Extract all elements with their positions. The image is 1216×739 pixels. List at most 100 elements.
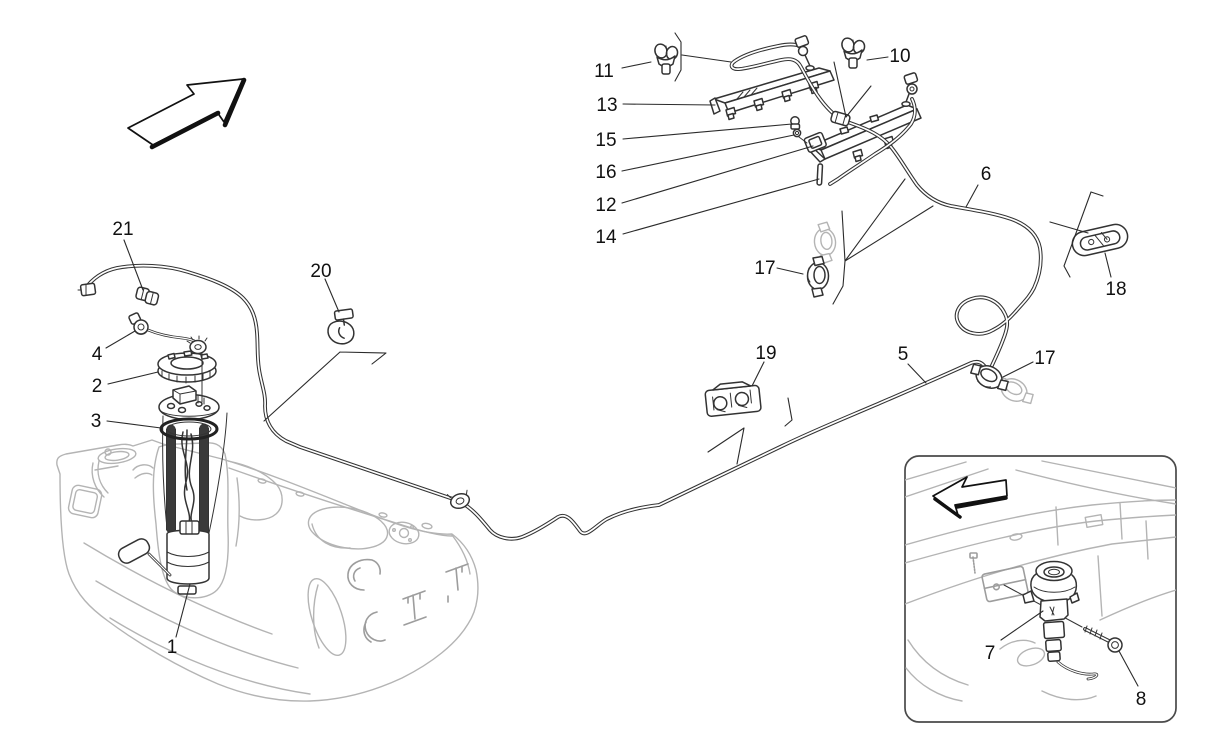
- sender-recess-outline: [227, 460, 283, 521]
- bracket-19: [707, 397, 793, 465]
- leader-19: [751, 361, 765, 387]
- bracket-20: [263, 351, 387, 422]
- tank-hook-clip-1: [347, 558, 381, 591]
- chassis-screw: [972, 556, 976, 574]
- flange-port: [203, 405, 211, 411]
- callout-4: 4: [92, 344, 103, 365]
- callout-6: 6: [981, 164, 992, 185]
- leader-3: [106, 420, 162, 429]
- pump-canister: [166, 529, 210, 585]
- callout-12: 12: [595, 195, 616, 216]
- elbow-connector: [186, 335, 208, 403]
- bracket-10: [833, 61, 872, 118]
- bolt-8: [1083, 625, 1123, 653]
- pump-cage-right: [208, 412, 228, 534]
- bracket-17-middle: [832, 178, 934, 305]
- callout-5: 5: [898, 344, 909, 365]
- leader-8: [1118, 650, 1139, 687]
- callout-15: 15: [595, 130, 616, 151]
- pipe-clip-11: [654, 43, 679, 75]
- quick-connector-4: [128, 312, 149, 335]
- leader-17-right: [1002, 361, 1034, 378]
- tank-strap: [91, 460, 119, 498]
- vent-valve-7: [1022, 560, 1099, 681]
- rail-2-nub: [839, 126, 850, 135]
- direction-arrow-left-icon: [932, 476, 1008, 519]
- injector-stub: [852, 148, 864, 163]
- pump-top-connector: [179, 520, 200, 535]
- inset-content: [905, 460, 1176, 702]
- tank-rail-bracket-right: [445, 563, 469, 603]
- banjo-fitting-rail-1: [794, 35, 815, 72]
- tank-slot-3: [295, 491, 305, 497]
- leader-7: [1000, 610, 1044, 641]
- tank-hook-clip-2: [363, 611, 386, 643]
- fuel-rail-1-endcap: [709, 97, 721, 115]
- tank-boss-center: [398, 527, 410, 539]
- leader-21: [123, 239, 144, 291]
- callout-10: 10: [889, 46, 910, 67]
- callout-11: 11: [594, 61, 614, 82]
- callout-16: 16: [595, 162, 616, 183]
- cover-plate-18: [1071, 223, 1129, 257]
- ring-nut-2: [157, 350, 217, 384]
- flange-connector-box: [172, 385, 197, 405]
- leader-14: [622, 178, 820, 235]
- tank-outline: [56, 439, 479, 702]
- callout-7: 7: [985, 643, 996, 664]
- tank-front-oval-inner: [312, 584, 320, 649]
- tank-boss-ring: [388, 521, 420, 545]
- inline-fitting-crossover: [830, 110, 851, 127]
- callout-17-middle: 17: [754, 258, 775, 279]
- pipe-clip-10: [841, 37, 866, 69]
- flange-port: [195, 401, 203, 407]
- callout-8: 8: [1136, 689, 1147, 710]
- tank-filler-cap: [104, 448, 112, 456]
- inset-detail-box: [904, 455, 1177, 723]
- callout-3: 3: [91, 411, 102, 432]
- pump-wiring: [181, 429, 195, 527]
- leader-20: [324, 278, 340, 313]
- tank-filler-inner: [104, 450, 130, 462]
- callout-labels: 1 2 3 4 5 6 7 8 10 11 12 13 14 15 16 17 …: [91, 46, 1147, 710]
- flange-port: [177, 406, 187, 414]
- injector-stub: [753, 97, 765, 112]
- leader-12: [621, 145, 814, 204]
- fuel-tank: [56, 439, 479, 702]
- rail-2-nub: [869, 114, 880, 123]
- leader-11: [621, 61, 652, 69]
- callout-2: 2: [92, 376, 103, 397]
- grommet-17-right: [970, 363, 1009, 392]
- bracket-11: [674, 32, 732, 82]
- callout-1: 1: [167, 637, 178, 658]
- fitting-21: [135, 286, 160, 306]
- grommet-17-middle-ghost: [813, 221, 837, 265]
- tank-bracket-small: [132, 464, 154, 479]
- callout-18: 18: [1105, 279, 1126, 300]
- line-mount-block-19: [704, 381, 762, 417]
- tank-right-crease: [451, 534, 471, 575]
- leader-17-middle: [776, 267, 804, 275]
- injector-stub: [781, 88, 793, 103]
- callout-13: 13: [596, 95, 617, 116]
- cap-nut-15-base: [790, 123, 801, 130]
- leader-6: [965, 184, 979, 208]
- banjo-fitting-rail-2: [901, 72, 919, 108]
- mount-pin-14: [816, 163, 824, 186]
- leader-5: [907, 363, 927, 384]
- fuel-pump-module: [117, 312, 228, 595]
- tank-slot-4: [257, 478, 267, 484]
- tank-top-oval: [307, 506, 389, 550]
- float-paddle: [117, 538, 151, 564]
- tank-top-oval-inner: [311, 523, 351, 549]
- inline-connector-mid: [446, 489, 471, 510]
- callout-20: 20: [310, 261, 331, 282]
- leader-2: [107, 371, 159, 385]
- pipe-end-fitting: [77, 282, 97, 297]
- flange-port: [166, 402, 176, 410]
- leader-10: [866, 56, 889, 61]
- inset-border: [904, 455, 1177, 723]
- injector-stub: [725, 106, 737, 121]
